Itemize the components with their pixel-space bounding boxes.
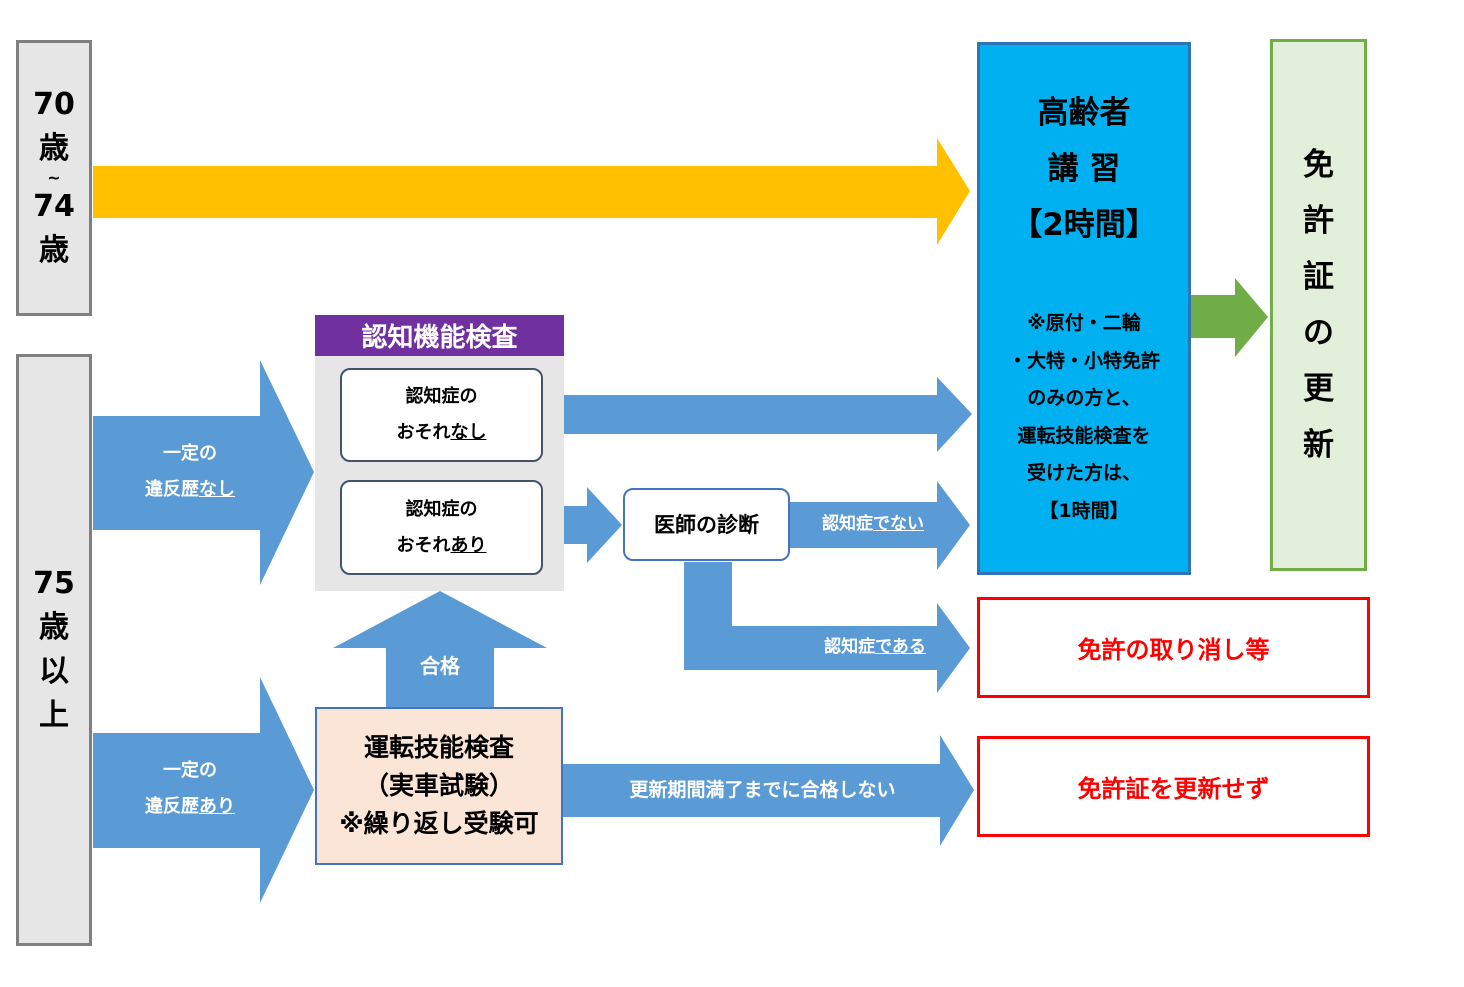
is-dementia-underline: である — [875, 637, 926, 657]
age-70-74-tilde: ~ — [47, 168, 61, 187]
driving-test-line1: 運転技能検査 — [363, 733, 514, 762]
driving-test-box: 運転技能検査 （実車試験） ※繰り返し受験可 — [315, 707, 563, 865]
no-risk-arrow — [543, 377, 972, 452]
age-70-74-line2: 歳 — [39, 131, 69, 166]
lecture-line3: 【2時間】 — [1011, 207, 1157, 243]
is-dementia-prefix: 認知症 — [824, 637, 876, 657]
license-renewal-box: 免 許 証 の 更 新 — [1270, 39, 1367, 571]
risk-prefix: おそれ — [396, 534, 451, 556]
pass-arrow — [333, 591, 547, 707]
dementia-arrow — [684, 562, 970, 693]
renewal-char-4: の — [1303, 315, 1334, 351]
lecture-note6: 【1時間】 — [1039, 499, 1129, 522]
no-violation-arrow — [93, 360, 314, 585]
doctor-diagnosis-box: 医師の診断 — [623, 488, 790, 561]
lecture-note4: 運転技能検査を — [1017, 424, 1151, 447]
no-violation-label: 一定の 違反歴なし — [110, 436, 270, 508]
renewal-char-5: 更 — [1303, 371, 1334, 407]
no-renewal-text: 免許証を更新せず — [1077, 775, 1270, 803]
green-arrow — [1191, 278, 1268, 357]
revocation-box: 免許の取り消し等 — [977, 597, 1370, 698]
violation-line1: 一定の — [163, 760, 217, 781]
doctor-diagnosis-text: 医師の診断 — [654, 512, 759, 537]
age-75-plus-box: 75 歳 以 上 — [16, 354, 92, 946]
no-risk-line1: 認知症の — [405, 386, 478, 407]
age-75-line2: 歳 — [39, 610, 69, 645]
age-70-74-line3: 74 — [33, 189, 75, 224]
fail-label: 更新期間満了までに合格しない — [590, 772, 935, 808]
risk-box: 認知症の おそれあり — [340, 480, 543, 575]
violation-prefix: 違反歴 — [145, 796, 199, 817]
no-violation-prefix: 違反歴 — [145, 479, 199, 500]
violation-underline: あり — [199, 796, 235, 817]
renewal-char-3: 証 — [1303, 259, 1334, 295]
is-dementia-label: 認知症である — [812, 630, 938, 664]
risk-underline: あり — [450, 534, 487, 556]
driving-test-line3: ※繰り返し受験可 — [339, 809, 539, 838]
elderly-lecture-box: 高齢者 講 習 【2時間】 ※原付・二輪 ・大特・小特免許 のみの方と、 運転技… — [977, 42, 1191, 575]
pass-label: 合格 — [386, 648, 494, 684]
driving-test-line2: （実車試験） — [363, 771, 514, 800]
orange-arrow — [93, 138, 970, 245]
lecture-note1: ※原付・二輪 — [1027, 312, 1141, 334]
fail-arrow — [563, 735, 974, 846]
not-dementia-label: 認知症でない — [810, 507, 936, 541]
not-dementia-prefix: 認知症 — [822, 514, 873, 534]
cognitive-test-header: 認知機能検査 — [315, 315, 564, 356]
violation-label: 一定の 違反歴あり — [110, 753, 270, 825]
fail-label-text: 更新期間満了までに合格しない — [629, 779, 896, 801]
no-renewal-box: 免許証を更新せず — [977, 736, 1370, 837]
age-75-line4: 上 — [39, 698, 69, 733]
revocation-text: 免許の取り消し等 — [1077, 636, 1270, 664]
lecture-line1: 高齢者 — [1037, 95, 1131, 131]
renewal-char-1: 免 — [1303, 147, 1334, 183]
age-70-74-box: 70 歳 ~ 74 歳 — [16, 40, 92, 316]
age-70-74-line4: 歳 — [39, 233, 69, 268]
lecture-note3: のみの方と、 — [1027, 387, 1141, 409]
not-dementia-underline: でない — [873, 514, 924, 534]
risk-line1: 認知症の — [405, 498, 478, 520]
no-violation-line1: 一定の — [163, 443, 217, 464]
no-risk-underline: なし — [450, 422, 487, 443]
age-70-74-line1: 70 — [33, 87, 75, 122]
age-75-line3: 以 — [39, 654, 69, 689]
lecture-note2: ・大特・小特免許 — [1007, 349, 1160, 372]
not-dementia-arrow — [790, 481, 970, 570]
renewal-char-6: 新 — [1303, 427, 1334, 463]
lecture-note5: 受けた方は、 — [1026, 462, 1141, 484]
pass-label-text: 合格 — [420, 654, 460, 678]
renewal-char-2: 許 — [1303, 203, 1334, 239]
no-risk-prefix: おそれ — [396, 422, 451, 443]
lecture-line2: 講 習 — [1047, 151, 1121, 187]
violation-arrow — [93, 677, 314, 903]
age-75-line1: 75 — [33, 566, 75, 601]
no-risk-box: 認知症の おそれなし — [340, 368, 543, 462]
no-violation-underline: なし — [199, 479, 235, 500]
cognitive-test-header-text: 認知機能検査 — [361, 323, 518, 353]
